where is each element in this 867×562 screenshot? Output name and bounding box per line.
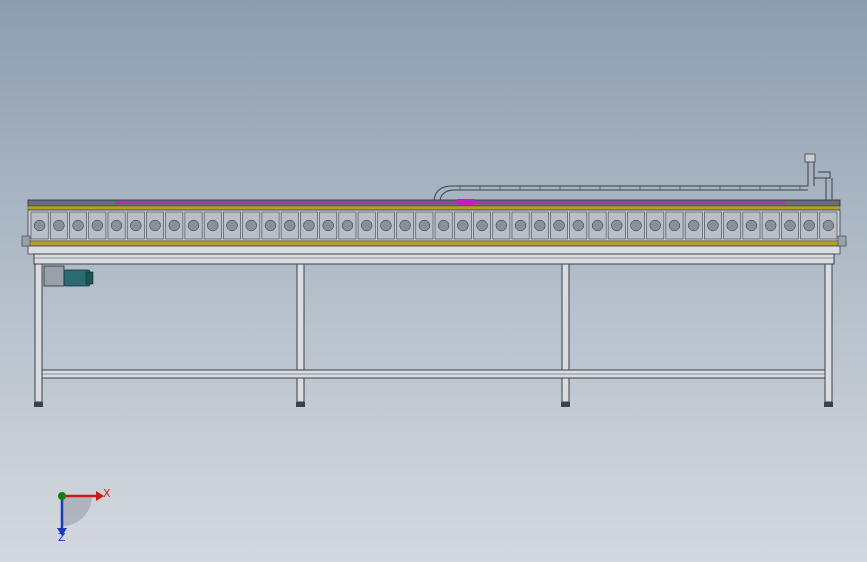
- motor-endcap: [85, 271, 94, 285]
- roller-hub: [380, 219, 392, 232]
- roller-hub: [476, 219, 488, 232]
- roller-hub: [765, 219, 777, 232]
- roller-hub: [495, 219, 507, 232]
- roller-hub: [726, 219, 738, 232]
- roller-hub: [784, 219, 796, 232]
- roller-hub: [707, 219, 719, 232]
- right-end-cap: [837, 235, 847, 247]
- roller-hub: [341, 219, 354, 232]
- roller-hub: [264, 219, 277, 232]
- roller-hub: [72, 219, 84, 232]
- leg-2: [296, 263, 305, 403]
- roller-hub: [668, 219, 681, 232]
- frame-top-beam: [33, 253, 835, 265]
- yellow-rail: [27, 205, 841, 211]
- gearbox: [43, 265, 65, 287]
- roller-hub: [688, 219, 700, 232]
- roller-hub: [399, 219, 411, 232]
- roller-hub: [437, 219, 450, 232]
- x-axis-label: X: [103, 487, 111, 500]
- roller-hub: [649, 219, 661, 232]
- left-end-cap: [21, 235, 31, 247]
- leg-1: [34, 263, 43, 403]
- roller-hub: [110, 219, 123, 232]
- roller-hub: [322, 219, 334, 232]
- cable-carrier-links: [459, 186, 801, 190]
- roller-hub: [534, 219, 546, 232]
- roller-hub: [457, 219, 469, 232]
- roller-hub: [303, 219, 315, 232]
- roller-hub: [514, 219, 527, 232]
- z-axis-label: Z: [58, 531, 66, 544]
- triad-quarter-disc: [62, 496, 92, 526]
- leg-3: [561, 263, 570, 403]
- roller-hub: [572, 219, 584, 232]
- roller-hub: [591, 219, 604, 232]
- roller-hub: [226, 219, 238, 232]
- roller-hub: [53, 219, 65, 232]
- roller-hub: [822, 219, 835, 232]
- roller-cells: [30, 211, 838, 240]
- magenta-carriage-strip: [115, 201, 785, 204]
- roller-hub: [168, 219, 180, 232]
- orientation-triad: [57, 491, 104, 536]
- roller-hub: [553, 219, 565, 232]
- frame-legs: [34, 263, 833, 403]
- roller-hub: [187, 219, 200, 232]
- roller-hub: [149, 219, 161, 232]
- valve-fitting: [804, 153, 816, 163]
- magenta-carriage-block: [457, 199, 475, 206]
- roller-hub: [803, 219, 815, 232]
- roller-hub: [418, 219, 431, 232]
- roller-hub: [611, 219, 623, 232]
- leg-4: [824, 263, 833, 403]
- roller-hub: [745, 219, 758, 232]
- leg-feet: [34, 402, 833, 407]
- roller-hub: [361, 219, 373, 232]
- roller-hub: [130, 219, 142, 232]
- y-axis-origin-icon: [58, 492, 66, 500]
- base-plate: [27, 245, 841, 255]
- roller-hub: [33, 219, 46, 232]
- lower-yellow-rail: [21, 240, 847, 247]
- roller-hub: [91, 219, 103, 232]
- roller-hub: [245, 219, 257, 232]
- roller-hub: [207, 219, 219, 232]
- roller-hub: [630, 219, 642, 232]
- roller-hub: [284, 219, 296, 232]
